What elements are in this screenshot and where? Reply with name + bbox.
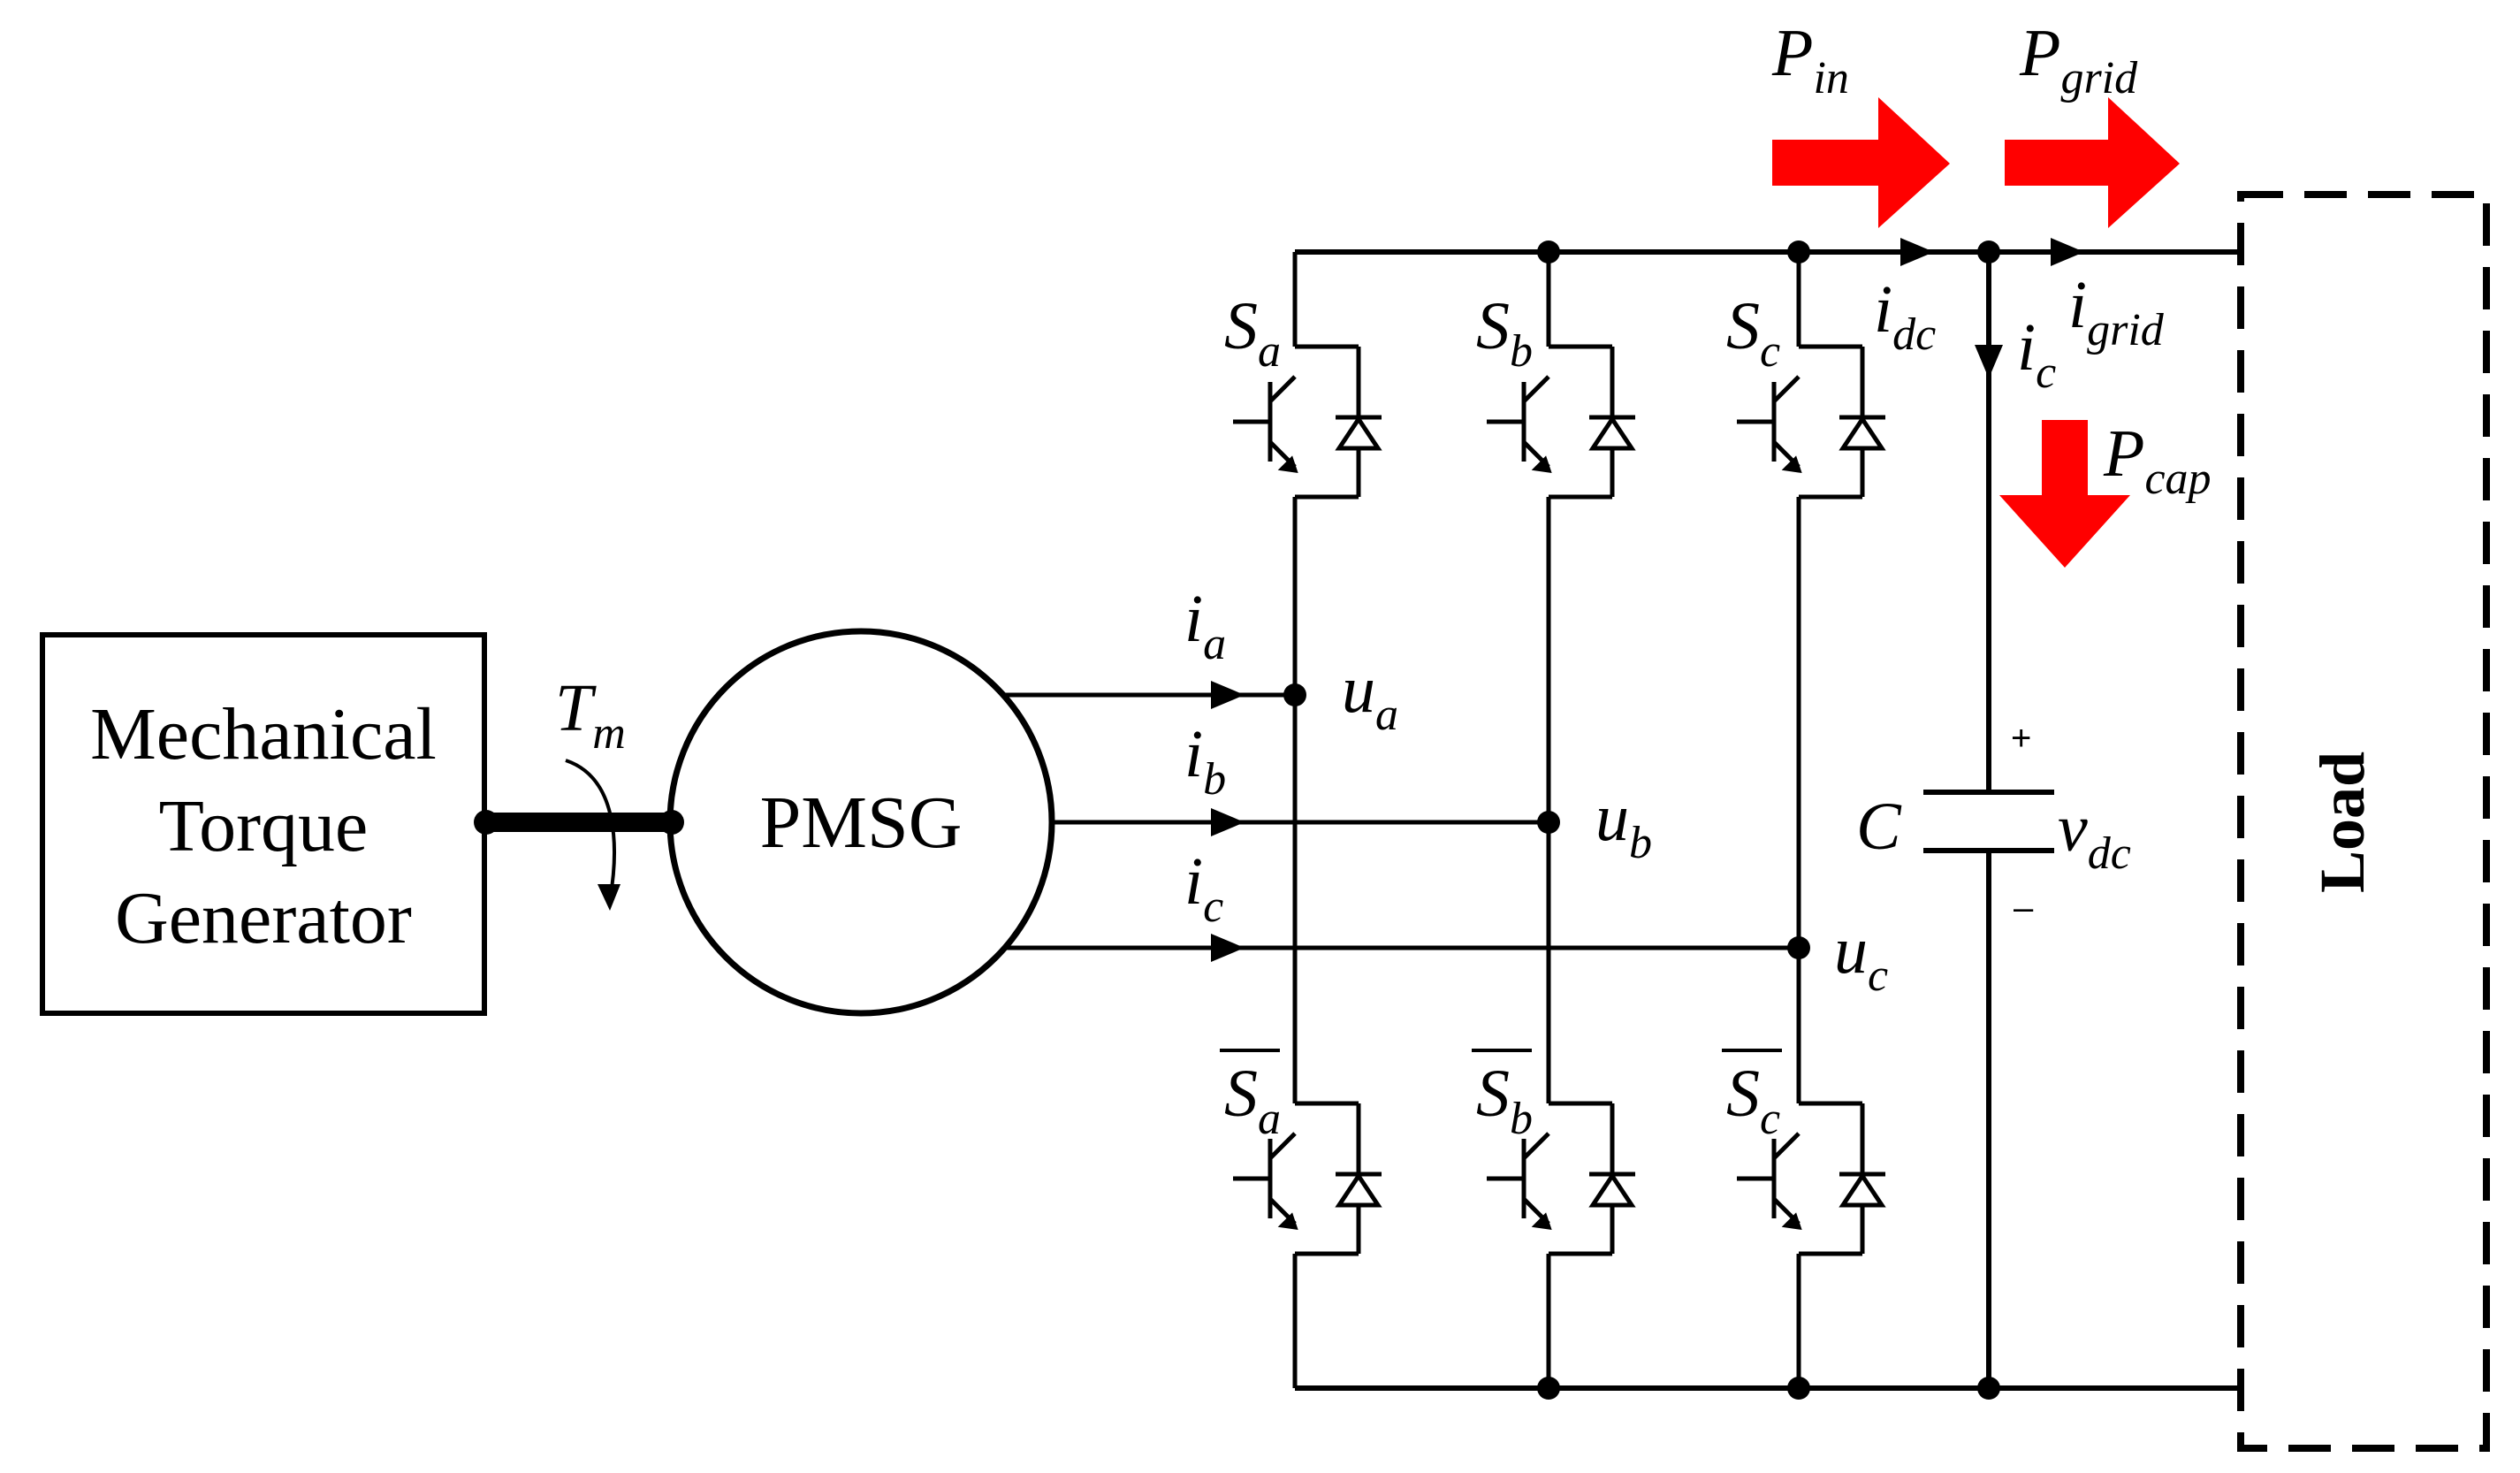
ic-label: ic — [2017, 310, 2056, 398]
power-arrow-pin — [1772, 97, 1950, 228]
switch-label-sa-bar: Sa — [1220, 1049, 1281, 1144]
voltage-label-uc: uc — [1834, 913, 1888, 1001]
pmsg-label: PMSG — [760, 782, 963, 864]
dc-current-arrows — [1900, 238, 2084, 378]
junction-dots — [1283, 240, 2000, 1400]
igrid-label: igrid — [2068, 268, 2165, 355]
vdc-label: vdc — [2058, 791, 2131, 879]
minus-sign: – — [2014, 889, 2034, 927]
voltage-label-ua: ua — [1342, 653, 1398, 740]
mtg-label-line2: Torque — [159, 785, 369, 867]
pin-label: Pin — [1771, 16, 1849, 103]
svg-text:Sc: Sc — [1726, 1057, 1780, 1144]
switch-sb-bottom — [1487, 1101, 1636, 1256]
switch-sc-bottom — [1737, 1101, 1886, 1256]
plus-sign: + — [2011, 719, 2031, 758]
power-arrow-pcap — [1999, 420, 2130, 568]
switch-label-sa: Sa — [1224, 289, 1281, 377]
idc-label: idc — [1874, 272, 1936, 360]
mechanical-torque-generator-block: Mechanical Torque Generator — [40, 632, 487, 1016]
shaft: Tm — [474, 671, 684, 911]
current-label-ia: ia — [1184, 582, 1226, 669]
load-label: Load — [2307, 752, 2378, 893]
voltage-label-ub: ub — [1595, 781, 1652, 868]
phase-current-arrows — [1211, 681, 1245, 962]
phase-wires — [1004, 692, 1799, 950]
power-arrow-pgrid — [2005, 97, 2180, 228]
inverter-legs — [1292, 252, 1801, 1388]
current-label-ic: ic — [1184, 844, 1223, 932]
capacitor-label: C — [1856, 790, 1902, 864]
mtg-label-line3: Generator — [115, 877, 412, 959]
mtg-label-line1: Mechanical — [90, 693, 437, 775]
switch-sc-top — [1737, 344, 1886, 500]
switch-label-sc: Sc — [1726, 289, 1780, 377]
pgrid-label: Pgrid — [2019, 16, 2138, 103]
switch-sb-top — [1487, 344, 1636, 500]
svg-text:Sa: Sa — [1224, 1057, 1281, 1144]
switch-sa-bottom — [1233, 1101, 1382, 1256]
pmsg-block: PMSG — [666, 628, 1055, 1017]
pcap-label: Pcap — [2103, 416, 2212, 504]
svg-text:Sb: Sb — [1476, 1057, 1533, 1144]
switch-sa-top — [1233, 344, 1382, 500]
load-block: Load — [2237, 191, 2490, 1452]
current-label-ib: ib — [1184, 717, 1226, 805]
switch-label-sc-bar: Sc — [1722, 1049, 1782, 1144]
torque-label: Tm — [555, 671, 626, 759]
switch-label-sb: Sb — [1476, 289, 1533, 377]
capacitor-branch — [1923, 252, 2054, 1388]
switch-label-sb-bar: Sb — [1472, 1049, 1533, 1144]
